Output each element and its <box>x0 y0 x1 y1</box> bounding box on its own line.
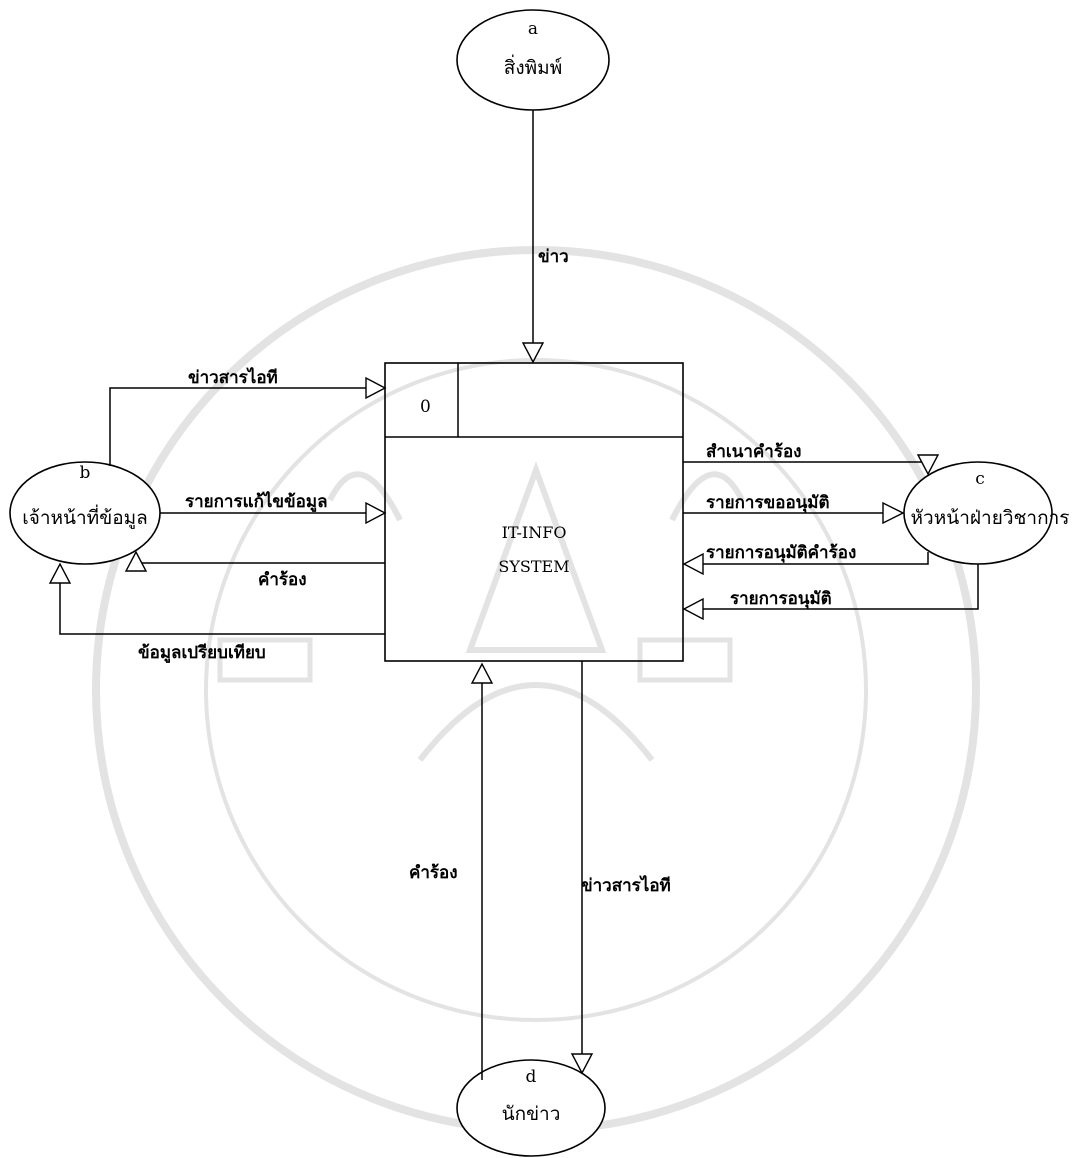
arrow-head-up <box>124 550 148 572</box>
flow-request-approval-from-c: รายการอนุมัติคำร้อง <box>682 543 929 576</box>
flow-b-edit: รายการแก้ไขข้อมูล <box>160 491 387 525</box>
flow-approval-list-to-c-label: รายการขออนุมัติ <box>706 493 830 513</box>
entity-d-name: นักข่าว <box>502 1103 561 1125</box>
flow-request-from-d: คำร้อง <box>409 662 494 1080</box>
flow-copy-to-c-label: สำเนาคำร้อง <box>706 442 801 462</box>
flow-compare-to-b: ข้อมูลเปรียบเทียบ <box>48 562 385 664</box>
arrow-head-down <box>916 454 940 476</box>
entity-b-name: เจ้าหน้าที่ข้อมูล <box>22 504 148 529</box>
entity-d-id: d <box>526 1067 537 1087</box>
flow-news-to-d: ข่าวสารไอที <box>570 661 671 1075</box>
flow-request-from-d-label: คำร้อง <box>409 863 458 883</box>
flow-news-to-d-label: ข่าวสารไอที <box>581 875 671 896</box>
flow-approval-label: รายการอนุมัติ <box>730 589 832 609</box>
flow-b-it-news-label: ข่าวสารไอที <box>188 367 278 388</box>
arrow-head-right <box>882 501 905 525</box>
flow-b-edit-label: รายการแก้ไขข้อมูล <box>185 491 327 513</box>
arrow-head-down <box>521 342 545 364</box>
flow-request-approval-label: รายการอนุมัติคำร้อง <box>706 543 856 563</box>
entity-d: d นักข่าว <box>456 1059 606 1157</box>
flow-news-label: ข่าว <box>538 247 569 267</box>
arrow-head-right <box>365 501 387 525</box>
flow-request-to-b: คำร้อง <box>124 550 385 590</box>
flow-compare-to-b-label: ข้อมูลเปรียบเทียบ <box>138 642 266 664</box>
entity-c-name: หัวหน้าฝ่ายวิชาการ <box>911 507 1070 529</box>
entity-c-id: c <box>975 469 985 489</box>
process-box: 0 IT-INFO SYSTEM <box>384 362 684 662</box>
process-number: 0 <box>420 397 431 417</box>
flow-news: ข่าว <box>521 110 569 364</box>
entity-a-name: สิ่งพิมพ์ <box>504 54 562 79</box>
entity-a: a สิ่งพิมพ์ <box>456 9 610 111</box>
arrow-head-down <box>570 1053 594 1075</box>
entity-b: b เจ้าหน้าที่ข้อมูล <box>9 461 161 565</box>
arrow-head-right <box>365 376 387 400</box>
process-name-line1: IT-INFO <box>502 523 567 542</box>
flow-copy-to-c: สำเนาคำร้อง <box>683 442 940 476</box>
arrow-head-left <box>682 597 704 621</box>
flow-request-to-b-label: คำร้อง <box>258 570 307 590</box>
process-name-line2: SYSTEM <box>498 557 569 576</box>
entity-b-id: b <box>80 463 91 483</box>
entity-a-id: a <box>528 19 538 39</box>
arrow-head-left <box>682 552 704 576</box>
entity-c: c หัวหน้าฝ่ายวิชาการ <box>903 461 1070 565</box>
arrow-head-up <box>48 562 72 584</box>
arrow-head-up <box>470 662 494 684</box>
flow-b-it-news: ข่าวสารไอที <box>109 367 387 466</box>
flow-approval-list-to-c: รายการขออนุมัติ <box>683 493 905 525</box>
flow-approval-from-c: รายการอนุมัติ <box>682 564 979 621</box>
